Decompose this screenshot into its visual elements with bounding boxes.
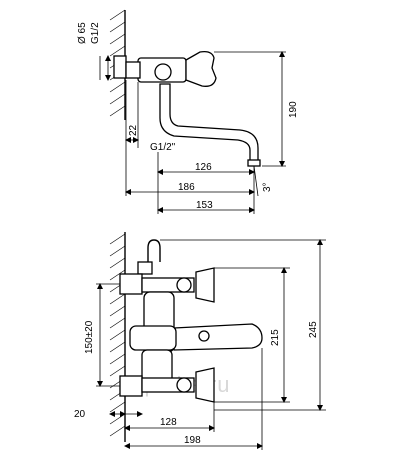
wall-hatch-bottom — [109, 232, 126, 442]
diverter-knob — [198, 330, 210, 342]
mixer-nut-top — [154, 63, 172, 81]
upper-handle — [195, 267, 215, 303]
dim-width-198-label: 198 — [184, 435, 201, 446]
upper-inlet — [119, 273, 143, 295]
dim-length-153-label: 153 — [196, 200, 213, 211]
dim-inset-20-label: 20 — [74, 409, 86, 420]
handle-top — [185, 50, 217, 87]
shower-holder-hook — [147, 239, 161, 262]
shower-holder-bracket — [137, 261, 153, 275]
dim-center-distance-label: 150±20 — [84, 320, 95, 354]
dim-length-186-label: 186 — [178, 182, 195, 193]
top-view: Ø 65 G1/2 190 22 G1/2" 126 3° 186 153 — [77, 9, 299, 214]
front-view: 150±20 215 245 20 128 198 — [74, 232, 326, 450]
lower-inlet — [119, 375, 143, 397]
dim-thread-spout-label: G1/2" — [150, 142, 176, 153]
inlet-fitting-top — [113, 55, 127, 79]
dim-spout-reach-126-label: 126 — [195, 162, 212, 173]
mixer-flange-top — [125, 61, 141, 79]
spout-bottom — [173, 323, 263, 351]
dim-width-128-label: 128 — [160, 417, 177, 428]
lower-nut — [176, 377, 192, 393]
dim-height-245-label: 245 — [308, 321, 319, 338]
mixer-body-bottom — [129, 325, 177, 351]
dim-offset-22-label: 22 — [128, 124, 139, 136]
lower-handle — [195, 367, 215, 403]
dim-thread-top-label: G1/2 — [90, 22, 101, 44]
dim-angle-label: 3° — [262, 182, 273, 192]
dim-height-215-label: 215 — [270, 329, 281, 346]
dim-diameter-label: Ø 65 — [77, 22, 88, 44]
spout-tip-top — [247, 159, 261, 167]
upper-nut — [176, 277, 192, 293]
dim-height-190-label: 190 — [288, 101, 299, 118]
